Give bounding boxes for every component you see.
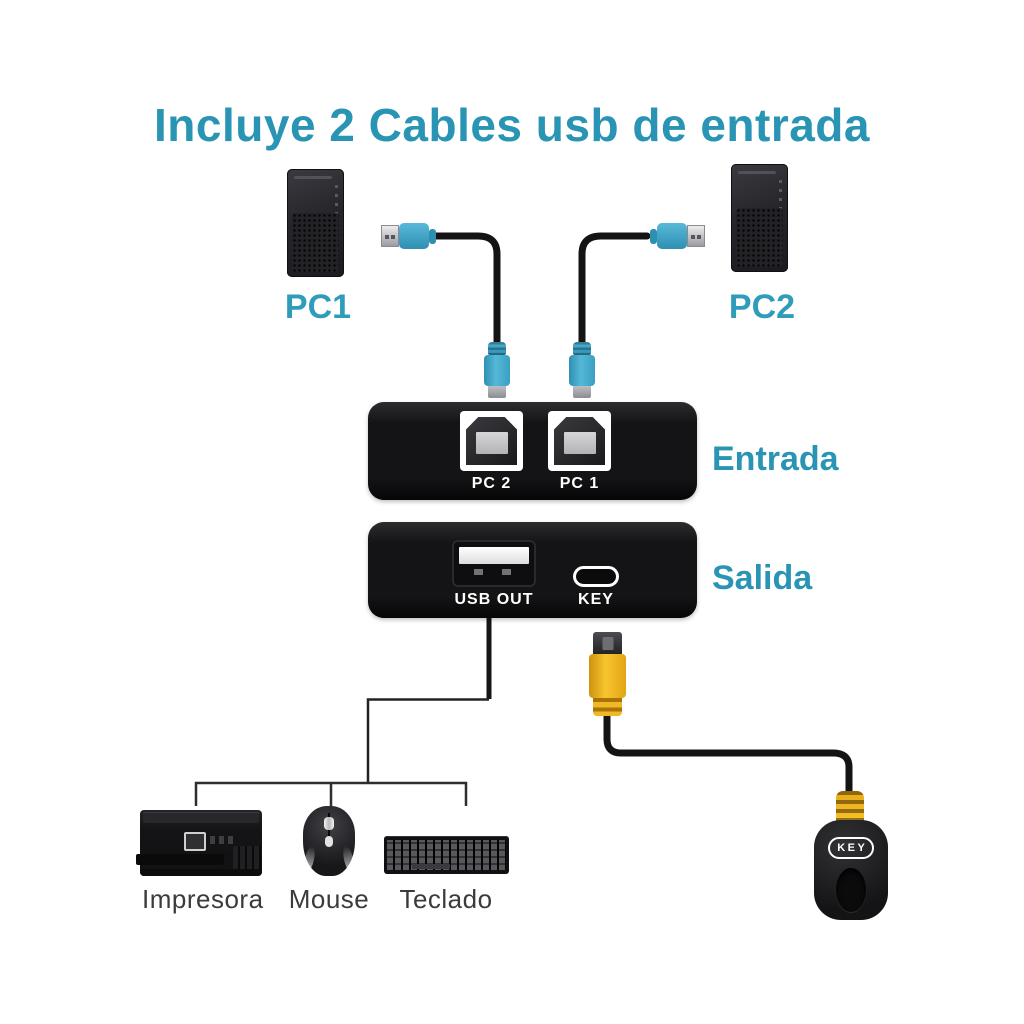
usb-a-metal-tip — [381, 225, 399, 247]
key-remote: KEY — [814, 820, 888, 920]
usb-a-connector-pc2 — [650, 223, 705, 249]
printer-output-tray — [136, 854, 224, 865]
mouse — [302, 806, 356, 876]
port-pc1-label: PC 1 — [559, 475, 600, 492]
printer-label: Impresora — [142, 884, 264, 914]
key-mini-usb-port — [573, 566, 619, 587]
printer-buttons — [210, 836, 236, 844]
usb-a-body — [657, 223, 687, 249]
pc1-cable — [426, 232, 501, 350]
pc2-label: PC2 — [728, 288, 796, 326]
keyboard — [384, 836, 509, 874]
usb-b-strain-relief — [573, 342, 591, 355]
usb-b-port-cavity — [554, 417, 605, 465]
usb-b-strain-relief — [488, 342, 506, 355]
usb-out-pin — [474, 569, 483, 575]
pc2-drive-slot — [738, 171, 776, 174]
pc1-drive-slot — [294, 176, 332, 179]
mini-usb-connector — [589, 632, 626, 716]
switch-output-box: USB OUT KEY — [368, 522, 697, 618]
usb-a-neck — [429, 228, 436, 244]
key-port-label: KEY — [578, 591, 614, 608]
printer-base — [140, 869, 262, 876]
usb-out-port — [452, 540, 536, 587]
usb-b-plug-left — [484, 342, 510, 398]
keyboard-spacebar — [412, 864, 450, 869]
usb-b-port-pc2 — [460, 411, 523, 471]
usb-b-port-pc1 — [548, 411, 611, 471]
usb-a-neck — [650, 228, 657, 244]
usb-b-body — [569, 355, 595, 386]
usb-b-port-cavity — [466, 417, 517, 465]
key-remote-cable — [603, 708, 853, 798]
pc1-label: PC1 — [284, 288, 352, 326]
usb-out-split-line — [366, 698, 489, 783]
salida-label: Salida — [712, 559, 813, 597]
usb-b-body — [484, 355, 510, 386]
usb-b-plug-right — [569, 342, 595, 398]
mouse-highlight — [302, 845, 317, 873]
usb-a-metal-tip — [687, 225, 705, 247]
usb-out-label: USB OUT — [454, 591, 534, 608]
pc1-mesh-grille — [292, 212, 339, 272]
pc2-tower — [731, 164, 788, 272]
usb-out-pin — [502, 569, 511, 575]
printer-screen — [184, 832, 206, 851]
usb-a-connector-pc1 — [381, 223, 436, 249]
port-pc2-label: PC 2 — [471, 475, 512, 492]
mini-usb-grip-ridges — [593, 698, 622, 716]
key-remote-label: KEY — [828, 837, 874, 859]
keyboard-label: Teclado — [399, 884, 493, 914]
usb-b-metal-tip — [488, 386, 506, 398]
pc2-cable — [578, 232, 651, 350]
mouse-dpi-button — [325, 836, 333, 847]
usb-a-body — [399, 223, 429, 249]
distribution-line — [194, 781, 468, 806]
usb-b-port-contact — [563, 431, 596, 454]
printer — [136, 810, 262, 876]
pc1-tower — [287, 169, 344, 277]
remote-strain-relief — [836, 791, 864, 823]
mouse-scroll-wheel — [324, 817, 334, 830]
pc1-side-buttons — [335, 185, 338, 227]
usb-b-metal-tip — [573, 386, 591, 398]
mini-usb-body — [589, 654, 626, 698]
usb-out-contact — [459, 547, 529, 564]
mini-usb-metal-tip — [593, 632, 622, 654]
pc2-side-buttons — [779, 180, 782, 222]
key-remote-button — [836, 868, 866, 912]
mouse-label: Mouse — [288, 884, 370, 914]
page-title: Incluye 2 Cables usb de entrada — [154, 99, 870, 151]
switch-input-box: PC 2 PC 1 — [368, 402, 697, 500]
usb-b-port-contact — [475, 431, 508, 454]
pc2-mesh-grille — [736, 207, 783, 267]
printer-scanner-lid — [143, 812, 259, 823]
entrada-label: Entrada — [712, 440, 839, 478]
